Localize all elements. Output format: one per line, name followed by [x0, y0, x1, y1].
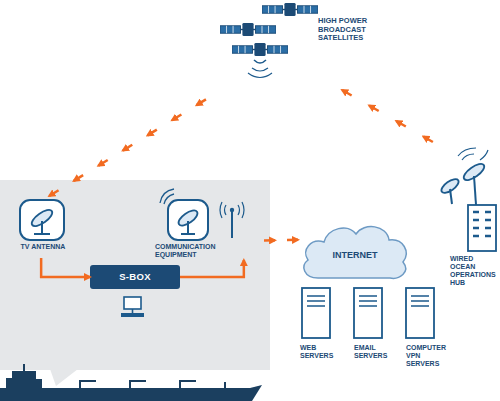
- process-box: S-BOX: [90, 265, 180, 289]
- satellite-group: HIGH POWER BROADCAST SATELLITES: [215, 0, 420, 90]
- satellite-icon: [232, 43, 288, 56]
- wireless-link: [264, 239, 298, 241]
- antenna-frame: [20, 200, 64, 240]
- satellite-dish: [254, 60, 266, 63]
- radio-waves: [160, 189, 174, 204]
- link-chevron: [98, 160, 107, 166]
- wireless-link: [342, 90, 433, 142]
- broadcast-waves: [248, 68, 272, 78]
- link-chevron: [264, 239, 275, 242]
- link-chevron: [74, 175, 83, 181]
- hub-node: WIRED OCEAN OPERATIONS HUB: [438, 152, 500, 294]
- server-slots: [411, 296, 429, 306]
- ship-mast: [23, 364, 25, 371]
- server-tower: [302, 288, 330, 338]
- link-chevron: [287, 239, 298, 242]
- server-node: EMAIL SERVERS: [348, 284, 392, 370]
- server-icon: [406, 288, 434, 338]
- link-chevron: [197, 99, 206, 105]
- building-windows: [473, 212, 491, 236]
- hub-waves: [458, 148, 488, 160]
- comm-dish-base: [181, 233, 195, 235]
- server-icon: [354, 288, 382, 338]
- link-chevron: [423, 137, 433, 142]
- node-label: COMPUTER VPN SERVERS: [406, 344, 450, 368]
- computer-stand: [132, 309, 134, 313]
- server-slots: [359, 296, 377, 306]
- ship-hull: [0, 371, 262, 401]
- link-chevron: [369, 106, 379, 111]
- hub-building: [468, 205, 496, 251]
- hub-dish-stand: [450, 189, 452, 204]
- computer-monitor: [124, 297, 141, 309]
- mast-waves: [220, 202, 244, 218]
- link-chevron: [172, 115, 181, 121]
- server-tower: [406, 288, 434, 338]
- cloud-node: INTERNET: [298, 220, 412, 284]
- satellite-icon: [262, 3, 318, 16]
- server-tower: [354, 288, 382, 338]
- equipment-node: COMMUNICATION EQUIPMENT: [150, 196, 252, 260]
- node-label: HIGH POWER BROADCAST SATELLITES: [318, 17, 376, 43]
- link-chevron: [123, 145, 132, 151]
- server-node: WEB SERVERS: [296, 284, 338, 370]
- node-label: INTERNET: [298, 250, 412, 260]
- antenna-frame: [168, 200, 208, 240]
- link-chevron: [147, 130, 156, 136]
- signal-connector: [180, 260, 244, 277]
- panel-pointer: [50, 369, 78, 386]
- hub-dish-stand: [474, 176, 476, 205]
- link-chevron: [396, 121, 406, 126]
- tv-dish-base: [34, 233, 50, 235]
- node-label: S-BOX: [90, 272, 180, 283]
- antenna-node: TV ANTENNA: [12, 196, 74, 258]
- mast-tip: [230, 208, 234, 212]
- satellite-icon: [220, 23, 276, 36]
- tv-dish-stand: [41, 221, 43, 234]
- node-label: COMMUNICATION EQUIPMENT: [155, 243, 230, 259]
- node-label: WEB SERVERS: [300, 344, 340, 360]
- node-label: EMAIL SERVERS: [354, 344, 394, 360]
- radio-mast: [231, 210, 233, 238]
- server-node: COMPUTER VPN SERVERS: [400, 284, 452, 370]
- signal-connector: [41, 258, 90, 277]
- connector-line: [180, 260, 244, 277]
- server-slots: [307, 296, 325, 306]
- comm-dish-stand: [187, 221, 189, 234]
- link-chevron: [49, 190, 58, 196]
- computer-keyboard: [121, 313, 144, 317]
- server-icon: [302, 288, 330, 338]
- connector-line: [41, 258, 90, 277]
- link-chevron: [342, 90, 352, 95]
- ship-cranes: [80, 381, 225, 388]
- wireless-link: [49, 99, 206, 196]
- ship-panel: [0, 180, 270, 370]
- node-label: WIRED OCEAN OPERATIONS HUB: [450, 255, 498, 287]
- node-label: TV ANTENNA: [12, 243, 74, 251]
